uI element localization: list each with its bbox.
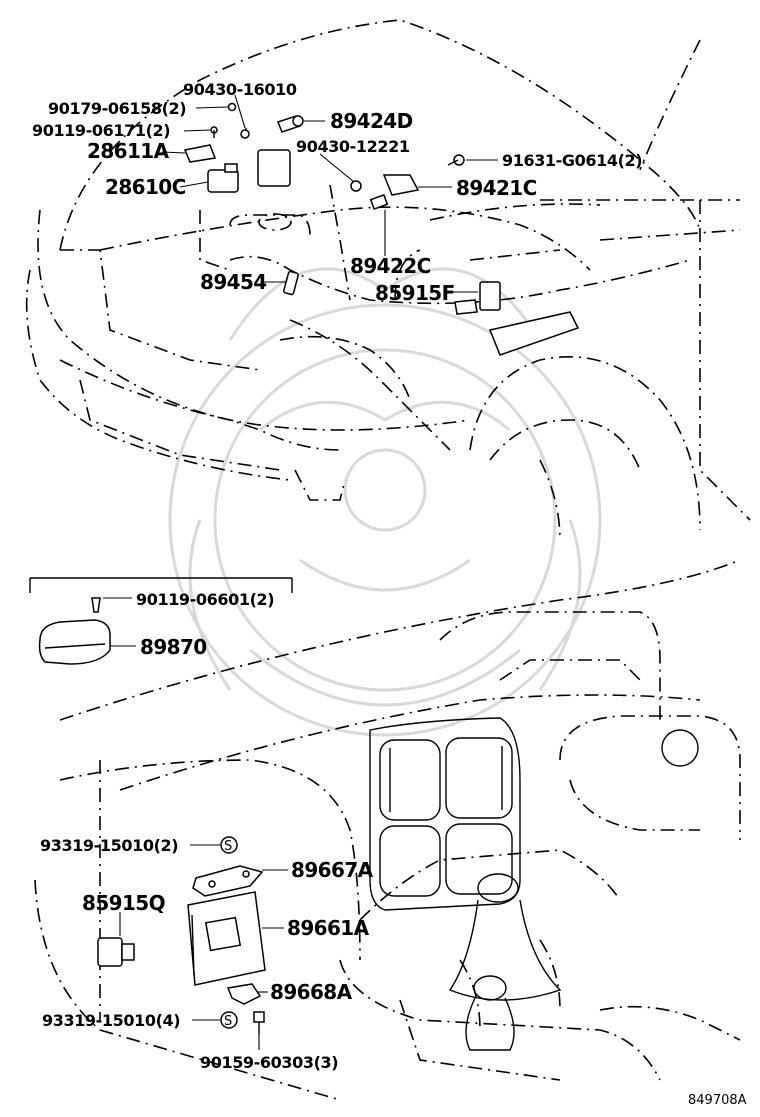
label-89870: 89870 xyxy=(140,635,207,659)
engine-bay-outline xyxy=(25,19,751,541)
s-screw-icon: S xyxy=(224,1014,232,1029)
label-89661A: 89661A xyxy=(287,916,370,940)
label-89422C: 89422C xyxy=(350,254,431,278)
dashboard-labels: 93319-15010(2) 89667A 85915Q 89661A 8966… xyxy=(40,836,374,1072)
label-28610C: 28610C xyxy=(105,175,186,199)
figure-code: 849708A xyxy=(688,1093,747,1108)
module-89870: 90119-06601(2) 89870 xyxy=(38,590,275,665)
engine-bay-labels: 90430-16010 90179-06158(2) 89424D 90119-… xyxy=(32,80,643,305)
label-90159-60303: 90159-60303(3) xyxy=(200,1053,338,1072)
label-89454: 89454 xyxy=(200,270,267,294)
label-85915Q: 85915Q xyxy=(82,891,165,915)
dashboard-outline xyxy=(34,559,741,1101)
label-89421C: 89421C xyxy=(456,176,537,200)
label-90430-16010: 90430-16010 xyxy=(183,80,297,99)
label-90179-06158: 90179-06158(2) xyxy=(48,99,186,118)
label-90119-06601: 90119-06601(2) xyxy=(136,590,274,609)
label-89424D: 89424D xyxy=(330,109,413,133)
label-91631-G0614: 91631-G0614(2) xyxy=(502,151,642,170)
label-89667A: 89667A xyxy=(291,858,374,882)
label-90119-06171: 90119-06171(2) xyxy=(32,121,170,140)
engine-bay-parts xyxy=(183,102,580,356)
label-28611A: 28611A xyxy=(87,139,170,163)
label-89668A: 89668A xyxy=(270,980,353,1004)
inset-bracket xyxy=(29,577,293,593)
watermark-crest-icon xyxy=(168,267,602,737)
label-93319-15010-4: 93319-15010(4) xyxy=(42,1011,180,1030)
s-screw-icon: S xyxy=(224,839,232,854)
label-90430-12221: 90430-12221 xyxy=(296,137,410,156)
label-93319-15010-2: 93319-15010(2) xyxy=(40,836,178,855)
dashboard-parts: S S xyxy=(97,836,266,1034)
label-85915F: 85915F xyxy=(375,281,455,305)
